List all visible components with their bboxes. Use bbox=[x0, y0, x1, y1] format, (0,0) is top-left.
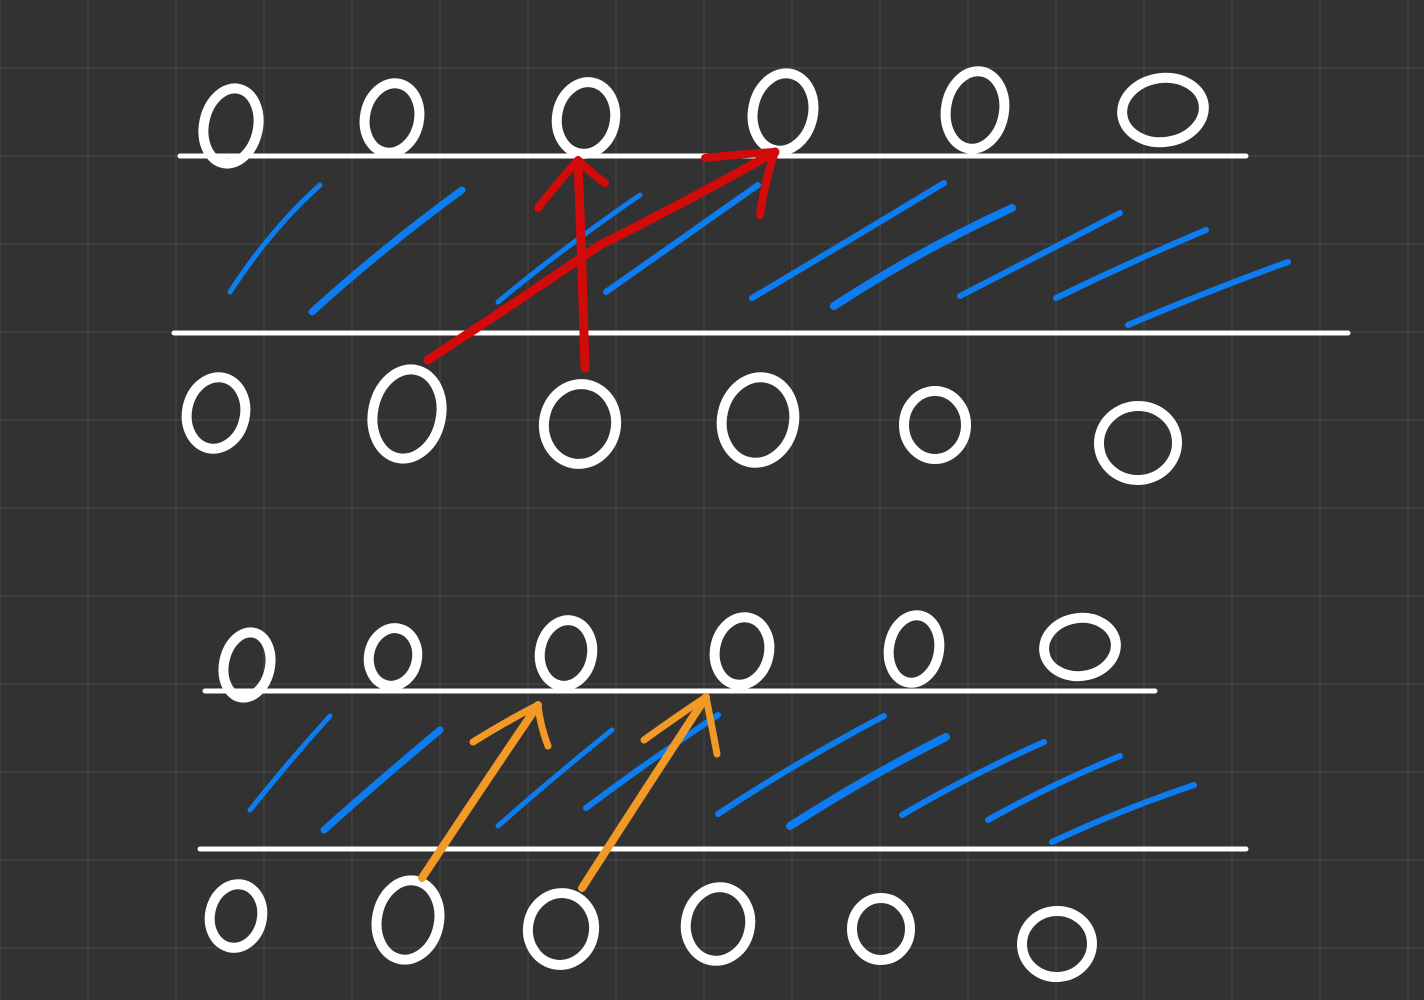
digit-zero bbox=[1094, 400, 1182, 486]
panel-bottom bbox=[197, 610, 1249, 983]
digit-zero bbox=[522, 888, 600, 970]
lower-row bbox=[204, 875, 1097, 983]
digit-zero bbox=[883, 610, 945, 688]
digit-zero bbox=[680, 882, 756, 966]
hatch-stroke bbox=[786, 733, 950, 830]
digit-zero bbox=[847, 893, 915, 965]
diagonal-arrow bbox=[578, 693, 710, 892]
hatch-stroke bbox=[715, 713, 887, 817]
digit-zero bbox=[709, 612, 775, 690]
digit-zero bbox=[716, 372, 800, 468]
arrows-top bbox=[423, 147, 780, 373]
digit-zero bbox=[551, 77, 621, 159]
lower-row bbox=[181, 364, 1182, 486]
hatch-stroke bbox=[495, 727, 615, 829]
digit-zero bbox=[1017, 905, 1097, 983]
digit-zero bbox=[538, 379, 622, 469]
digit-zero bbox=[181, 372, 251, 454]
upper-row bbox=[198, 66, 1209, 169]
arrow-head bbox=[701, 148, 779, 219]
panel-top bbox=[171, 66, 1351, 486]
arrow-head bbox=[534, 156, 609, 212]
digit-zero bbox=[899, 386, 971, 464]
hatch-stroke bbox=[227, 182, 323, 295]
hatch-stroke bbox=[1049, 782, 1197, 845]
hatch-stroke bbox=[320, 726, 444, 834]
hatch-region bbox=[247, 712, 1197, 845]
digit-zero bbox=[359, 78, 425, 158]
hatch-stroke bbox=[603, 182, 761, 295]
hatch-stroke bbox=[247, 713, 333, 813]
digit-zero bbox=[1117, 72, 1209, 148]
digit-zero bbox=[367, 364, 447, 464]
digit-zero bbox=[218, 627, 276, 703]
hatch-stroke bbox=[830, 204, 1016, 310]
vertical-arrow bbox=[573, 157, 590, 373]
digit-zero bbox=[534, 615, 598, 691]
digit-zero bbox=[198, 83, 264, 169]
hatch-region bbox=[227, 180, 1291, 328]
hatch-stroke bbox=[985, 753, 1123, 823]
hatch-stroke bbox=[1053, 227, 1209, 301]
upper-row bbox=[218, 610, 1121, 703]
arrow-head bbox=[469, 701, 552, 750]
hatch-stroke bbox=[899, 739, 1047, 818]
digit-zero bbox=[1039, 612, 1121, 682]
diagonal-arrow bbox=[418, 701, 542, 882]
arrows-bottom bbox=[418, 693, 721, 892]
digit-zero bbox=[747, 68, 819, 156]
hatch-stroke bbox=[495, 192, 643, 305]
hatch-stroke bbox=[583, 712, 721, 811]
digit-zero bbox=[363, 623, 423, 691]
hatch-stroke bbox=[749, 180, 947, 301]
hatch-stroke bbox=[308, 186, 466, 316]
hatch-stroke bbox=[1125, 259, 1291, 328]
digit-zero bbox=[204, 879, 268, 953]
digit-zero bbox=[940, 66, 1010, 154]
digit-zero bbox=[371, 875, 445, 965]
diagonal-arrow bbox=[423, 147, 780, 365]
arrow-head bbox=[640, 693, 721, 758]
hatch-stroke bbox=[957, 210, 1123, 299]
